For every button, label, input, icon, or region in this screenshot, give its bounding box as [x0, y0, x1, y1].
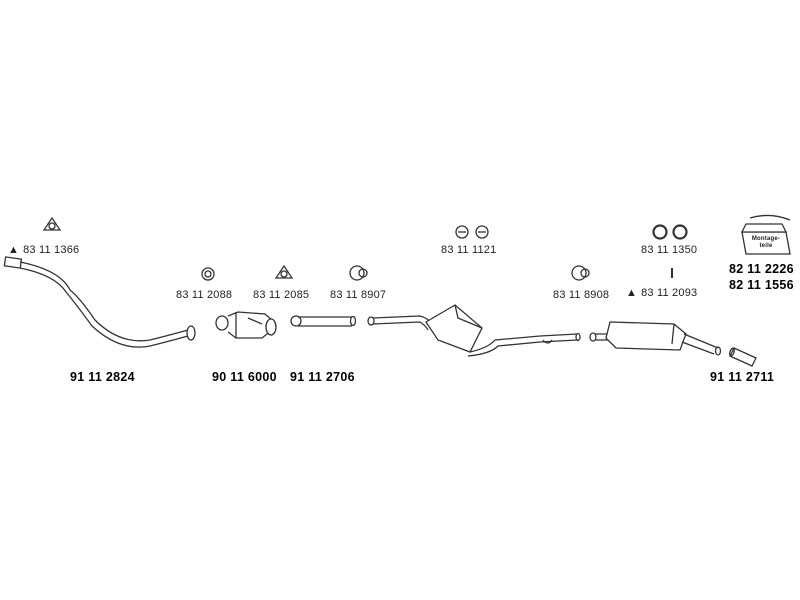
- flange-gasket-label: ▲83 11 1366: [8, 244, 80, 256]
- gasket-3hole-label: 83 11 2085: [253, 289, 310, 301]
- centre-muffler-drawing: [367, 304, 581, 357]
- catalyst-drawing: [215, 311, 277, 339]
- tail-pipe-drawing: [729, 347, 757, 367]
- middle-pipe-drawing: [290, 315, 357, 327]
- rubber-rings-icon: [652, 224, 688, 240]
- catalyst-label: 90 11 6000: [212, 370, 277, 384]
- clamp-2-label: 83 11 8908: [553, 289, 610, 301]
- mounting-kit-label-1: 82 11 2226: [729, 262, 794, 276]
- mounting-kit-box-icon: [740, 214, 791, 255]
- clamp-label: 83 11 8907: [330, 289, 387, 301]
- rear-muffler-drawing: [589, 321, 722, 356]
- mounting-kit-box-text: Montage-teile: [751, 236, 781, 249]
- ring-gasket-label: 83 11 2088: [176, 289, 233, 301]
- clamp-icon: [349, 265, 368, 281]
- hangers-pair-icon: [455, 225, 489, 239]
- clamp-2-icon: [571, 265, 590, 281]
- rubber-rings-label: 83 11 1350: [641, 244, 698, 256]
- gasket-3hole-icon: [274, 264, 294, 279]
- hangers-pair-label: 83 11 1121: [441, 244, 497, 256]
- hanger-bolt-label: ▲83 11 2093: [626, 287, 698, 299]
- rear-pipe-label: 91 11 2711: [710, 370, 775, 384]
- front-pipe-label: 91 11 2824: [70, 370, 135, 384]
- front-pipe-drawing: [3, 256, 196, 348]
- flange-gasket-icon: [42, 216, 62, 231]
- mounting-kit-label-2: 82 11 1556: [729, 278, 794, 292]
- ring-gasket-icon: [201, 267, 215, 281]
- middle-pipe-label: 91 11 2706: [290, 370, 355, 384]
